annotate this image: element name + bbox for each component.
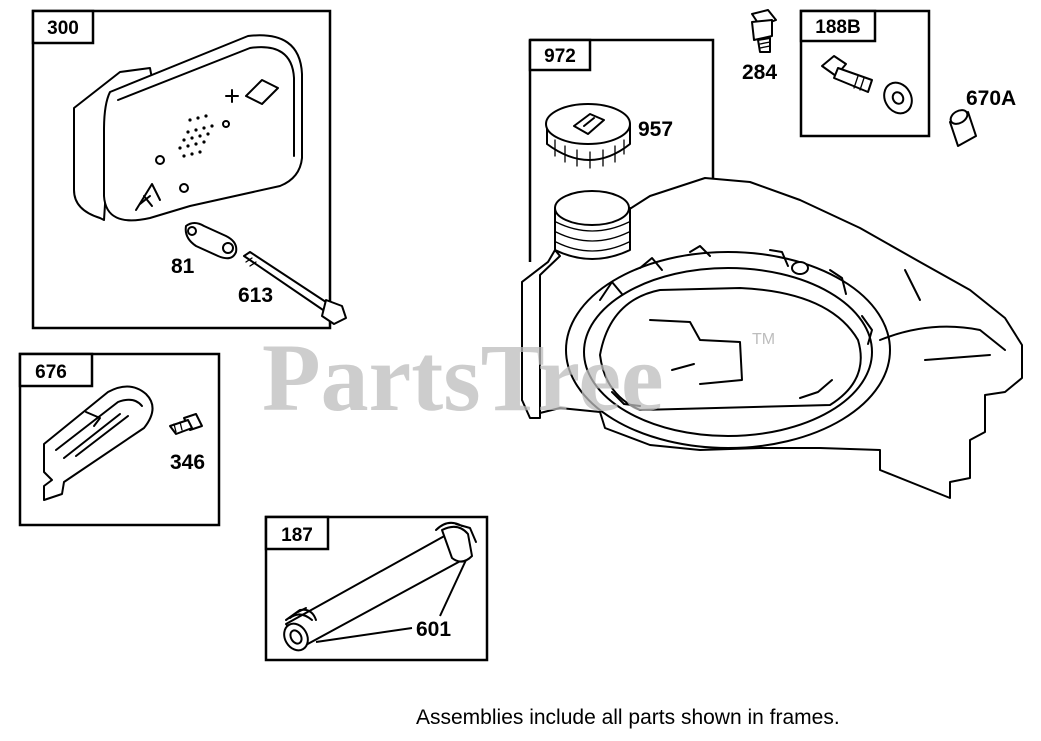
frame-972-label: 972 <box>544 46 576 67</box>
screw-284[interactable] <box>751 9 777 53</box>
muffler-guard[interactable] <box>43 385 154 501</box>
frame-188B: 188B <box>799 9 931 138</box>
footer-note: Assemblies include all parts shown in fr… <box>416 706 840 729</box>
callout-81: 81 <box>171 255 195 278</box>
hose-clamps[interactable] <box>285 521 477 621</box>
watermark: PartsTree TM <box>262 324 775 431</box>
fuel-cap[interactable] <box>545 103 631 169</box>
callout-957: 957 <box>638 118 673 141</box>
lock-plate[interactable] <box>184 222 238 260</box>
watermark-text: PartsTree <box>262 324 664 431</box>
watermark-trademark: TM <box>752 331 775 348</box>
callout-346: 346 <box>170 451 205 474</box>
spacer-670A[interactable] <box>948 107 977 147</box>
fuel-line[interactable] <box>279 525 473 655</box>
screw-346[interactable] <box>169 413 203 435</box>
washer[interactable] <box>879 78 918 119</box>
blower-housing[interactable] <box>521 177 1023 499</box>
frame-676-label: 676 <box>35 362 67 383</box>
callout-670A: 670A <box>966 87 1016 110</box>
callout-284: 284 <box>742 61 777 84</box>
callouts: 81 613 346 601 957 284 670A <box>170 61 1016 641</box>
frame-972: 972 <box>528 38 715 262</box>
leader-lines <box>315 559 467 643</box>
frame-300-label: 300 <box>47 18 79 39</box>
frame-188B-label: 188B <box>815 17 860 38</box>
callout-613: 613 <box>238 284 273 307</box>
screw-613[interactable] <box>243 251 347 325</box>
muffler[interactable] <box>73 34 303 222</box>
callout-601: 601 <box>416 618 451 641</box>
shoulder-bolt[interactable] <box>821 55 873 93</box>
frame-187-label: 187 <box>281 525 313 546</box>
